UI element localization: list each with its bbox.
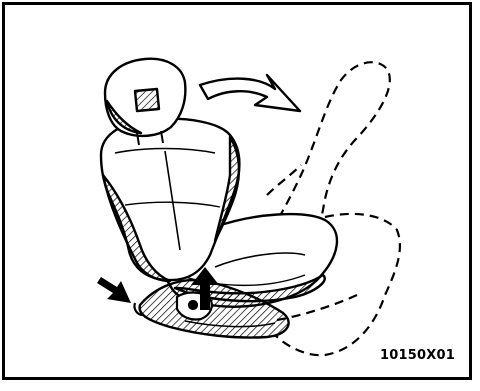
- push-arrow: [97, 277, 131, 303]
- figure-frame: 10150X01: [2, 2, 472, 380]
- seat-recline-illustration: [5, 5, 480, 391]
- figure-code: 10150X01: [380, 348, 455, 363]
- recline-direction-arrow: [200, 75, 300, 111]
